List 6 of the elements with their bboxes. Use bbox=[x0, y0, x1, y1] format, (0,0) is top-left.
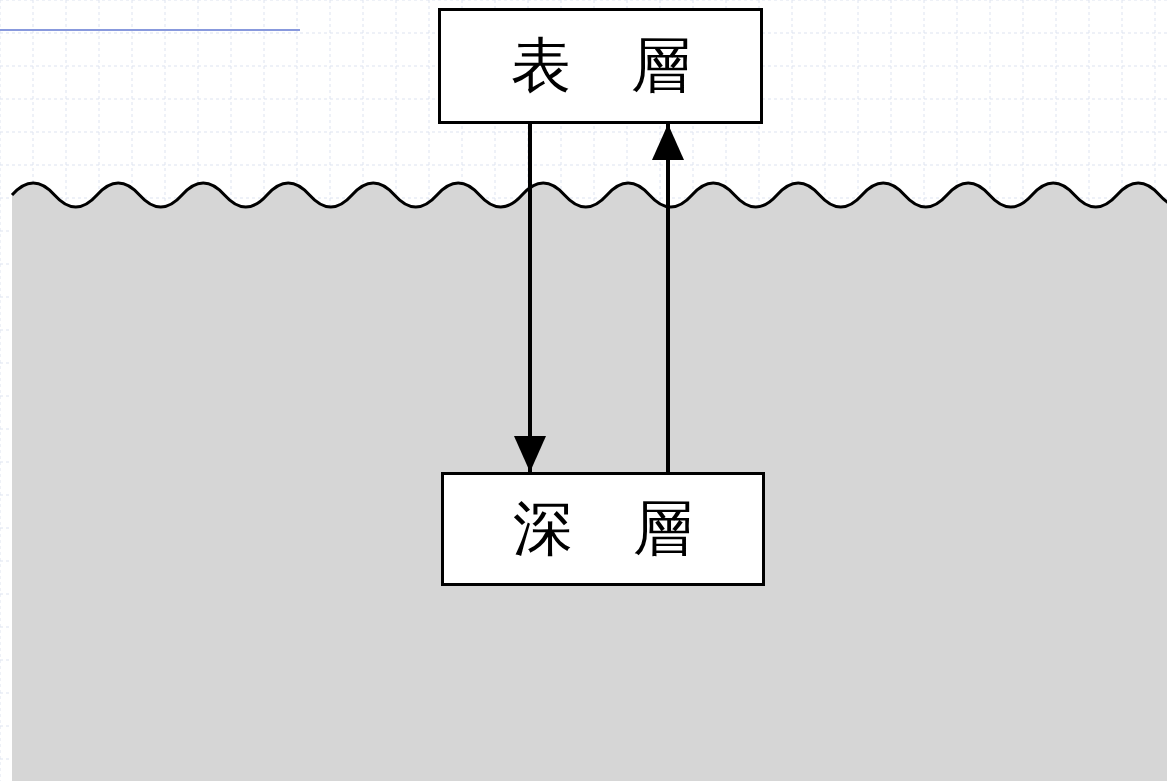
layer-label: 深 層 bbox=[513, 491, 693, 565]
arrow bbox=[652, 124, 684, 472]
layer-label: 表 層 bbox=[510, 28, 691, 102]
layer-box bbox=[441, 472, 765, 586]
arrow bbox=[514, 124, 546, 472]
layer-box bbox=[438, 8, 763, 124]
